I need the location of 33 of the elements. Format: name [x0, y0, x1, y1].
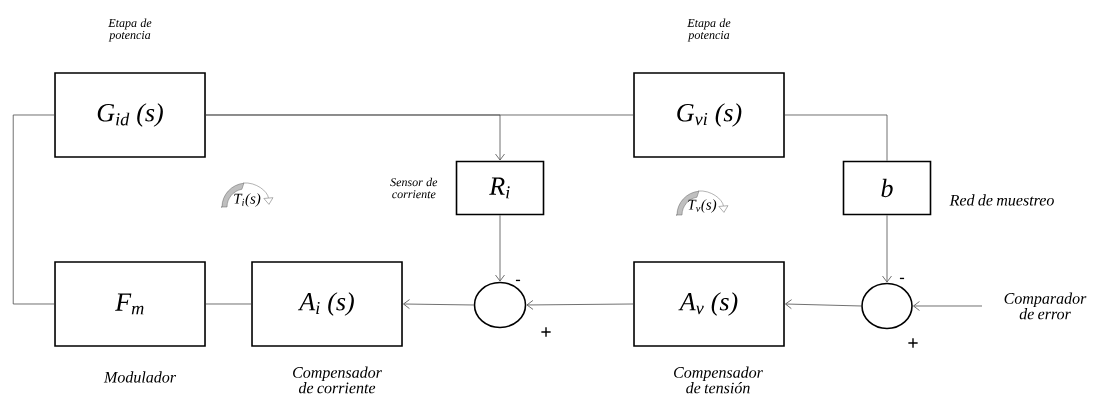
summing-junction-circle	[473, 281, 527, 329]
block-box: G$_{vi}$ (s)	[633, 72, 785, 158]
connector-line	[495, 214, 505, 282]
block-box: G$_{id}$ (s)	[54, 72, 206, 158]
block-caption: Etapa de potencia	[108, 18, 152, 42]
block-caption: Etapa de potencia	[687, 18, 731, 42]
connector-line	[403, 299, 475, 309]
block-caption: Compensador de corriente	[293, 366, 382, 394]
connector-line	[12, 114, 55, 305]
sign-label: -	[515, 279, 521, 282]
connector-line	[205, 303, 252, 305]
block-caption: Red de muestreo	[949, 194, 1054, 206]
connector-line	[785, 299, 862, 310]
block-caption: Modulador	[103, 371, 177, 383]
connector-line	[882, 214, 892, 283]
block-caption: Sensor de corriente	[390, 177, 438, 199]
connector-line	[913, 301, 983, 311]
loop-label: T$_{v}$(s)	[688, 199, 717, 213]
block-box: A$_{i}$ (s)	[251, 261, 403, 347]
connector-line	[205, 114, 505, 161]
block-box: A$_{v}$ (s)	[633, 261, 785, 347]
block-box: b	[842, 160, 932, 216]
connector-line	[526, 300, 634, 310]
block-box: F$_{m}$	[54, 261, 206, 347]
loop-label: T$_{i}$(s)	[234, 193, 261, 207]
connector-line	[784, 114, 888, 162]
sign-label: +	[908, 338, 918, 348]
block-caption: Compensador de tensión	[674, 366, 763, 394]
block-box: R$_{i}$	[455, 160, 545, 216]
block-caption: Comparador de error	[1004, 292, 1087, 320]
summing-junction-circle	[861, 282, 913, 330]
sign-label: -	[899, 277, 905, 280]
sign-label: +	[541, 327, 551, 337]
